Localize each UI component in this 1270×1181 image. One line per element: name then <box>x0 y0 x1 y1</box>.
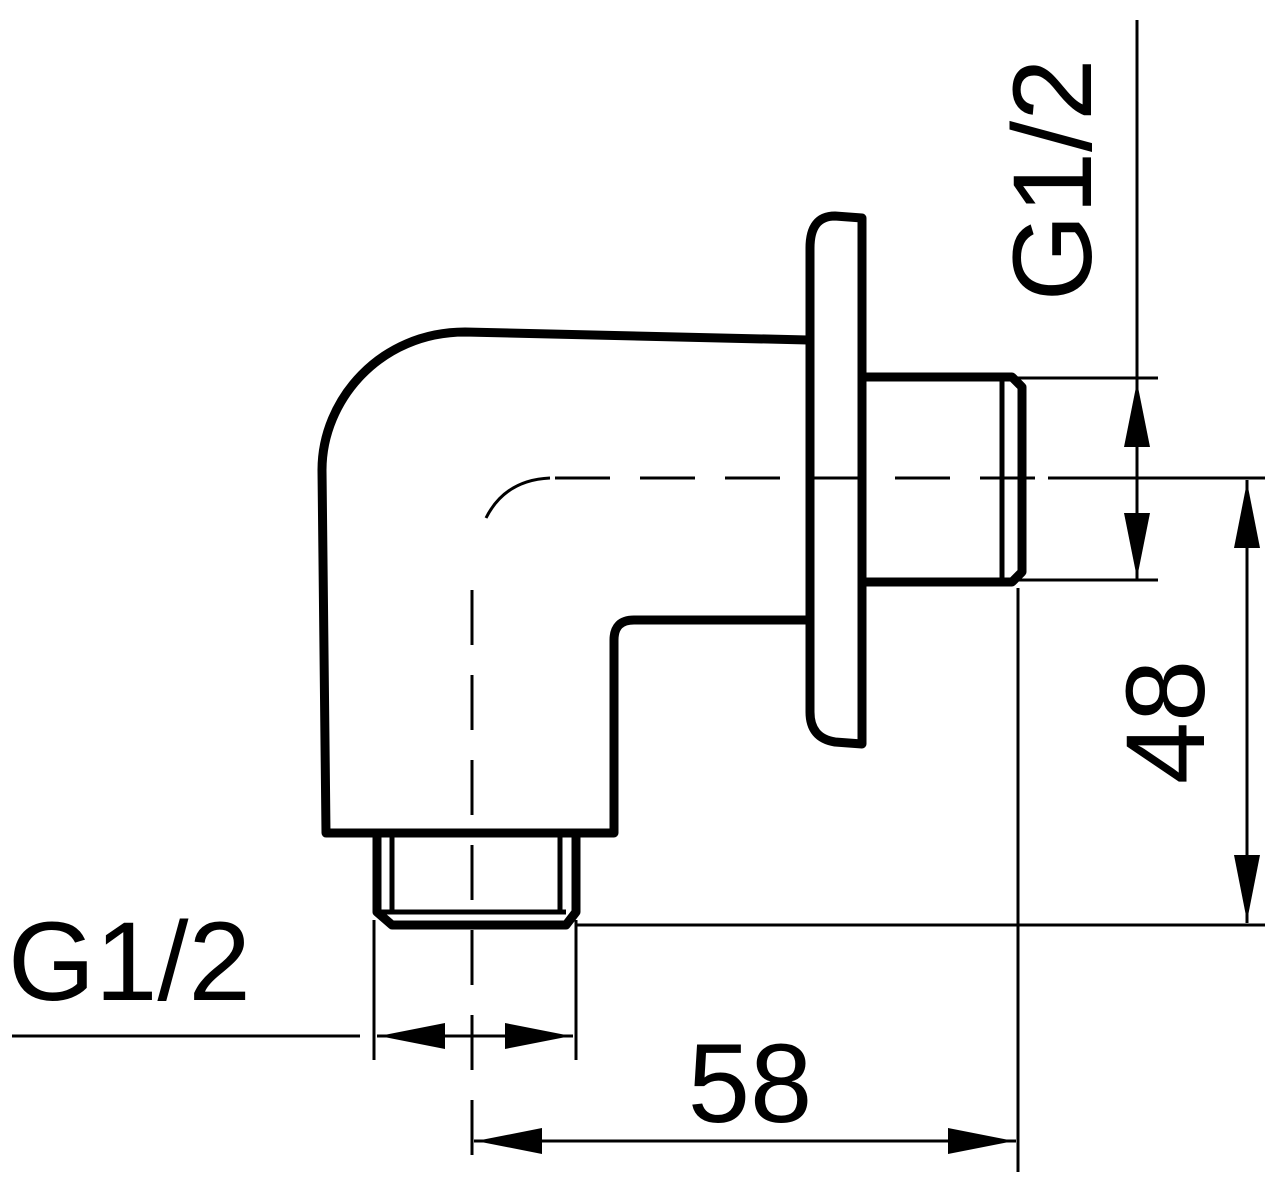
arrow-height-up <box>1234 482 1260 548</box>
arrow-bottom-thread-right <box>505 1023 571 1049</box>
arrow-height-down <box>1234 855 1260 921</box>
width-label: 58 <box>688 1021 813 1146</box>
wall-flange <box>805 211 867 749</box>
arrow-width-right <box>948 1128 1014 1154</box>
elbow-body-outline <box>317 327 813 838</box>
bottom-thread-label: G1/2 <box>8 899 251 1024</box>
arrow-top-thread-up <box>1124 382 1150 447</box>
bottom-thread-outline <box>372 831 581 930</box>
arrow-width-left <box>476 1128 542 1154</box>
arrow-top-thread-down <box>1124 513 1150 578</box>
centerline-elbow-arc <box>484 476 551 519</box>
arrow-bottom-thread-left <box>379 1023 445 1049</box>
top-thread-label: G1/2 <box>990 59 1115 302</box>
height-label: 48 <box>1103 660 1228 785</box>
